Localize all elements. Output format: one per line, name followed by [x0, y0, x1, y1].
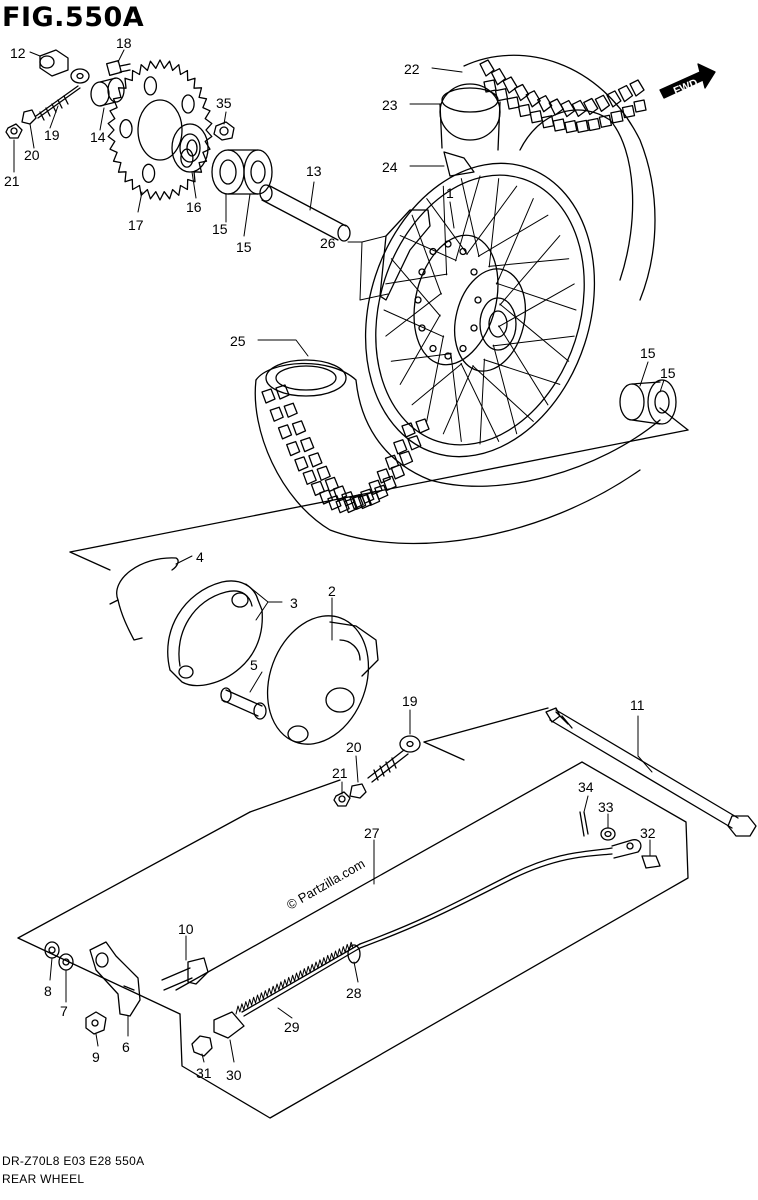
callout-19-upper: 19	[44, 127, 60, 143]
leader-lines	[13, 49, 665, 1063]
washer-8	[44, 941, 60, 959]
callout-32: 32	[640, 825, 656, 841]
rear-tire-lower-25	[254, 359, 661, 545]
nut-21-lower	[333, 791, 351, 807]
rim-band-24	[443, 151, 475, 177]
callout-29: 29	[284, 1019, 300, 1035]
callout-31: 31	[196, 1065, 212, 1081]
callout-20-upper: 20	[24, 147, 40, 163]
callout-9: 9	[92, 1049, 100, 1065]
washer-7	[58, 953, 74, 971]
bearing-15-lower	[619, 379, 677, 425]
nut-21-upper	[5, 123, 23, 139]
callout-5: 5	[250, 657, 258, 673]
spacer-14	[90, 77, 125, 107]
callout-25: 25	[230, 333, 246, 349]
callout-30: 30	[226, 1067, 242, 1083]
brake-rod-group-outline	[17, 707, 689, 1119]
callout-15-c: 15	[640, 345, 656, 361]
callout-6: 6	[122, 1039, 130, 1055]
washer-20-lower	[349, 783, 367, 799]
brake-shoes-3	[167, 580, 263, 687]
callout-21-upper: 21	[4, 173, 20, 189]
brake-cam-5	[220, 687, 267, 720]
callout-4: 4	[196, 549, 204, 565]
callout-26: 26	[320, 235, 336, 251]
callout-8: 8	[44, 983, 52, 999]
callout-24: 24	[382, 159, 398, 175]
wheel-hub-1	[364, 162, 596, 458]
callout-15-b: 15	[236, 239, 252, 255]
sprocket-drum-16	[171, 123, 209, 173]
small-bolt-18	[106, 60, 131, 76]
section-name: REAR WHEEL	[2, 1172, 85, 1186]
fwd-badge-text: FWD	[672, 77, 700, 98]
callout-1: 1	[446, 185, 454, 201]
callout-14: 14	[90, 129, 106, 145]
callout-28: 28	[346, 985, 362, 1001]
callout-35: 35	[216, 95, 232, 111]
brake-rod-27	[241, 839, 642, 1017]
cap-nut-31	[191, 1035, 213, 1057]
rear-axle-11	[545, 707, 757, 837]
brake-panel-2	[266, 615, 379, 745]
callout-22: 22	[404, 61, 420, 77]
sprocket-nut-12	[39, 49, 69, 77]
callout-27: 27	[364, 825, 380, 841]
joint-30	[213, 1011, 245, 1039]
section-separator-lines	[69, 407, 689, 571]
callout-19-lower: 19	[402, 693, 418, 709]
callout-17: 17	[128, 217, 144, 233]
washer-33	[600, 827, 616, 841]
callout-23: 23	[382, 97, 398, 113]
callout-11: 11	[630, 697, 645, 713]
nut-9	[85, 1011, 107, 1035]
axle-spacer-13	[259, 184, 351, 242]
model-code: DR-Z70L8 E03 E28 550A	[2, 1154, 145, 1168]
callout-16: 16	[186, 199, 202, 215]
nut-35	[213, 121, 235, 141]
pin-34	[579, 811, 589, 837]
callout-3: 3	[290, 595, 298, 611]
callout-34: 34	[578, 779, 594, 795]
partzilla-watermark: © Partzilla.com	[284, 856, 367, 913]
callout-2: 2	[328, 583, 336, 599]
brake-arm-6	[89, 941, 141, 1017]
callout-10: 10	[178, 921, 194, 937]
rod-spring-29	[235, 941, 354, 1015]
bearing-15-upper	[211, 149, 273, 195]
callout-15-a: 15	[212, 221, 228, 237]
callout-18: 18	[116, 35, 132, 51]
callout-15-d: 15	[660, 365, 676, 381]
callout-labels: 12 18 19 20 21 14 17 35 16 15 15 13 22 2…	[4, 35, 676, 1083]
callout-21-lower: 21	[332, 765, 348, 781]
rear-sprocket-17	[107, 59, 213, 201]
bolt-19-lower	[367, 735, 421, 783]
callout-7: 7	[60, 1003, 68, 1019]
tube-23	[439, 83, 501, 151]
bolt-10	[161, 957, 209, 991]
callout-13: 13	[306, 163, 322, 179]
brake-spring-4	[109, 557, 179, 641]
callout-12: 12	[10, 45, 26, 61]
fwd-arrow-badge: FWD	[659, 63, 716, 99]
sprocket-bolt-19-upper	[35, 68, 90, 121]
rear-tire-upper-22	[463, 54, 656, 301]
bolt-32	[641, 855, 661, 869]
washer-20-upper	[21, 109, 37, 125]
figure-title: FIG.550A	[2, 2, 145, 33]
callout-33: 33	[598, 799, 614, 815]
callout-20-lower: 20	[346, 739, 362, 755]
